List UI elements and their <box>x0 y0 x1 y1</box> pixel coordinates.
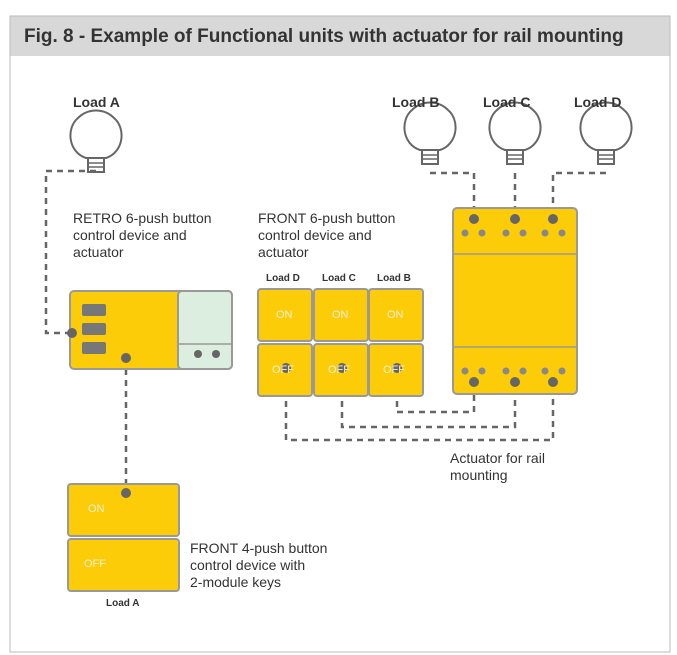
retro-caption-line: RETRO 6-push button <box>73 210 212 226</box>
front6-off-key-c: OFF <box>328 364 350 376</box>
front6-on-key-d: ON <box>276 309 293 321</box>
front4-load-label: Load A <box>106 598 140 609</box>
front6-off-key-b: OFF <box>383 364 405 376</box>
front6-on-key-c: ON <box>332 309 349 321</box>
wire-load-a-retro <box>44 169 96 335</box>
front6-caption-line: FRONT 6-push button <box>258 210 396 226</box>
bulb-icon-load-a <box>69 109 123 173</box>
actuator-caption-line: Actuator for rail <box>450 450 545 466</box>
load-d-label: Load D <box>574 94 622 110</box>
rail-actuator <box>452 207 578 395</box>
retro-caption-line: control device and <box>73 227 187 243</box>
front4-caption-line: 2-module keys <box>190 574 282 590</box>
front4-on-key: ON <box>88 503 105 515</box>
bulb-icon-load-d <box>579 101 633 165</box>
load-a-label: Load A <box>73 94 120 110</box>
front4-caption-line: FRONT 4-push button <box>190 540 328 556</box>
wires <box>44 169 606 492</box>
title-bar <box>10 16 670 56</box>
wire-front6-c <box>340 368 517 429</box>
bulb-icon-load-c <box>488 101 542 165</box>
bulb-icon-load-b <box>403 101 457 165</box>
front6-col-label-c: Load C <box>322 273 356 284</box>
front6-caption-line: control device and <box>258 227 372 243</box>
front6-caption-line: actuator <box>258 244 309 260</box>
front6-off-key-d: OFF <box>272 364 294 376</box>
retro-device <box>67 290 233 370</box>
load-b-label: Load B <box>392 94 440 110</box>
front6-caption: FRONT 6-push button control device and a… <box>258 210 395 261</box>
actuator-caption-line: mounting <box>450 467 508 483</box>
wire-load-b <box>430 171 476 218</box>
retro-caption: RETRO 6-push button control device and a… <box>73 210 212 261</box>
front4-caption: FRONT 4-push button control device with … <box>190 540 327 591</box>
front6-col-label-d: Load D <box>266 273 300 284</box>
front4-caption-line: control device with <box>190 557 306 573</box>
actuator-caption: Actuator for rail mounting <box>450 450 545 484</box>
front6-col-label-b: Load B <box>377 273 411 284</box>
front4-device <box>67 483 180 592</box>
load-c-label: Load C <box>483 94 531 110</box>
front6-device <box>257 288 424 397</box>
wire-front6-d <box>284 368 555 442</box>
front6-on-key-b: ON <box>387 309 404 321</box>
outer-border <box>9 15 671 653</box>
front4-off-key: OFF <box>84 558 106 570</box>
retro-caption-line: actuator <box>73 244 124 260</box>
wire-load-d <box>551 171 606 218</box>
figure-title: Fig. 8 - Example of Functional units wit… <box>24 26 624 47</box>
